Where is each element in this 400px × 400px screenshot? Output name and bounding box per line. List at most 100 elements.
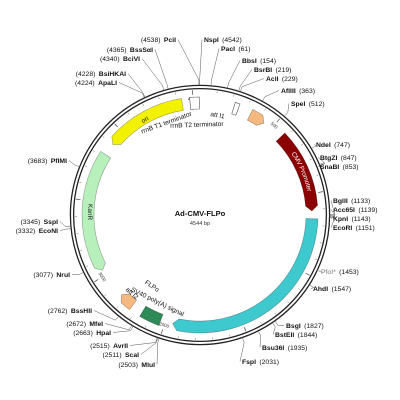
feature-sv40[interactable]	[139, 305, 164, 326]
feature-rrnbt1[interactable]	[189, 96, 200, 110]
restriction-site-position: (747)	[334, 142, 350, 149]
bp-tick	[260, 321, 262, 324]
feature-attl2[interactable]	[120, 293, 138, 311]
restriction-site-leader	[112, 325, 134, 333]
restriction-site[interactable]: Acc65I (1139)	[329, 207, 378, 216]
feature-ori[interactable]	[111, 98, 184, 145]
restriction-site-leader	[156, 337, 160, 365]
bp-tick	[318, 191, 323, 193]
restriction-site-label: (2663) HpaI	[73, 330, 111, 337]
restriction-enzyme-name: AhdI	[313, 286, 328, 293]
restriction-enzyme-name: Acc65I	[333, 207, 355, 214]
restriction-site-label: BglII (1133)	[333, 198, 370, 205]
restriction-site-position: (1844)	[298, 332, 318, 339]
bp-tick	[75, 198, 81, 201]
bp-tick	[314, 258, 317, 260]
restriction-site-leader	[127, 73, 146, 98]
restriction-site[interactable]: AhdI (1547)	[309, 284, 351, 293]
feature-attl1[interactable]	[246, 109, 265, 126]
restriction-site-label: NspI (4542)	[204, 37, 242, 44]
restriction-site[interactable]: BtgZI (847)	[317, 155, 357, 165]
restriction-site[interactable]: (4365) BssSαI	[107, 47, 169, 90]
restriction-site-position: (2762)	[48, 308, 68, 315]
restriction-site-position: (229)	[282, 76, 298, 83]
restriction-site-label: (2515) AvrII	[90, 343, 128, 350]
restriction-enzyme-name: FspI	[242, 359, 256, 366]
restriction-site-leader	[309, 284, 315, 289]
restriction-site[interactable]: (4228) BsiHKAI	[76, 71, 146, 98]
feature-kanr[interactable]	[81, 150, 112, 271]
feature-ori-label-text: ori	[140, 115, 150, 125]
restriction-site[interactable]: (2511) ScaI	[102, 337, 159, 359]
restriction-site-position: (2511)	[102, 352, 121, 359]
bp-tick	[158, 96, 160, 100]
restriction-site-position: (2503)	[118, 362, 138, 369]
restriction-site-label: Acc65I (1139)	[333, 207, 377, 214]
bp-tick	[290, 130, 293, 133]
restriction-site[interactable]: PfoI* (1453)	[317, 269, 359, 276]
restriction-site[interactable]: (4340) BciVI	[100, 56, 165, 91]
restriction-site[interactable]: NdeI (747)	[311, 142, 350, 149]
restriction-site-leader	[199, 39, 203, 86]
restriction-site[interactable]: BglII (1133)	[329, 198, 371, 215]
restriction-site-label: (2672) MfeI	[66, 321, 103, 328]
restriction-site[interactable]: NspI (4542)	[199, 37, 242, 86]
restriction-site[interactable]: (4224) ApaLI	[75, 80, 145, 98]
restriction-site-leader	[59, 228, 72, 231]
restriction-site[interactable]: (2762) BssHII	[48, 308, 119, 321]
plasmid-center-label: Ad-CMV-FLPo 4544 bp	[175, 209, 226, 227]
bp-tick	[305, 272, 310, 276]
restriction-site[interactable]: AflIII (363)	[262, 88, 315, 102]
restriction-site[interactable]: (2663) HpaI	[73, 325, 134, 337]
restriction-site-leader	[274, 320, 285, 326]
restriction-enzyme-name: BglII	[333, 198, 348, 205]
restriction-site[interactable]: BstEII (1844)	[272, 322, 318, 339]
restriction-site[interactable]: (3332) EcoNI	[16, 228, 72, 235]
restriction-site-position: (2515)	[90, 343, 110, 350]
feature-rrnbt2[interactable]	[231, 102, 241, 116]
bp-tick	[264, 108, 266, 111]
restriction-site-label: AclI (229)	[266, 76, 298, 83]
restriction-enzyme-name: BsrBI	[254, 67, 272, 74]
restriction-site[interactable]: EcoRI (1151)	[329, 217, 375, 232]
restriction-site[interactable]: Bsu36I (1935)	[258, 330, 307, 352]
feature-cmv[interactable]	[275, 132, 318, 212]
bp-tick	[145, 325, 147, 328]
feature-flpo[interactable]	[172, 218, 319, 334]
restriction-site-leader	[239, 337, 245, 362]
restriction-site-label: AflIII (363)	[281, 88, 315, 95]
restriction-site[interactable]: (3077) NruI	[33, 272, 84, 279]
restriction-site[interactable]: AclI (229)	[240, 76, 298, 92]
bp-tick	[274, 312, 277, 315]
restriction-site[interactable]: BsgI (1827)	[274, 320, 324, 330]
bp-tick	[301, 143, 304, 146]
restriction-enzyme-name: BsiHKAI	[99, 71, 126, 78]
restriction-site-position: (1133)	[351, 198, 370, 205]
restriction-site-position: (1143)	[352, 216, 371, 223]
bp-tick	[233, 94, 235, 97]
restriction-site[interactable]: BbsI (154)	[227, 58, 276, 89]
restriction-enzyme-name: AvrII	[113, 343, 128, 350]
restriction-site[interactable]: SnaBI (853)	[317, 163, 359, 171]
bp-tick-label: 3000	[97, 271, 107, 283]
restriction-site[interactable]: (2672) MfeI	[66, 321, 133, 331]
restriction-site-leader	[329, 217, 336, 228]
restriction-site[interactable]: (3683) PflMI	[28, 158, 80, 168]
restriction-site-position: (512)	[309, 101, 325, 108]
restriction-site[interactable]: (2503) MluI	[118, 337, 160, 369]
restriction-site[interactable]: (4538) PciI	[141, 37, 200, 86]
restriction-site[interactable]: SpeI (512)	[284, 101, 325, 117]
restriction-site[interactable]: FspI (2031)	[239, 337, 279, 366]
restriction-site[interactable]: (3345) SspI	[21, 219, 71, 228]
restriction-enzyme-name: AclI	[266, 76, 279, 83]
restriction-site[interactable]: KpnI (1143)	[329, 216, 371, 223]
restriction-site[interactable]: (2515) AvrII	[90, 337, 158, 350]
restriction-site-label: PfoI* (1453)	[321, 269, 359, 276]
bp-tick	[116, 306, 119, 309]
restriction-site[interactable]: PacI (61)	[210, 46, 251, 86]
restriction-site[interactable]: BsrBI (219)	[238, 67, 292, 92]
restriction-enzyme-name: BtgZI	[320, 155, 337, 162]
feature-rrnbt2-label: rrnB T2 terminator	[170, 121, 224, 130]
restriction-site-label: KpnI (1143)	[333, 216, 371, 223]
